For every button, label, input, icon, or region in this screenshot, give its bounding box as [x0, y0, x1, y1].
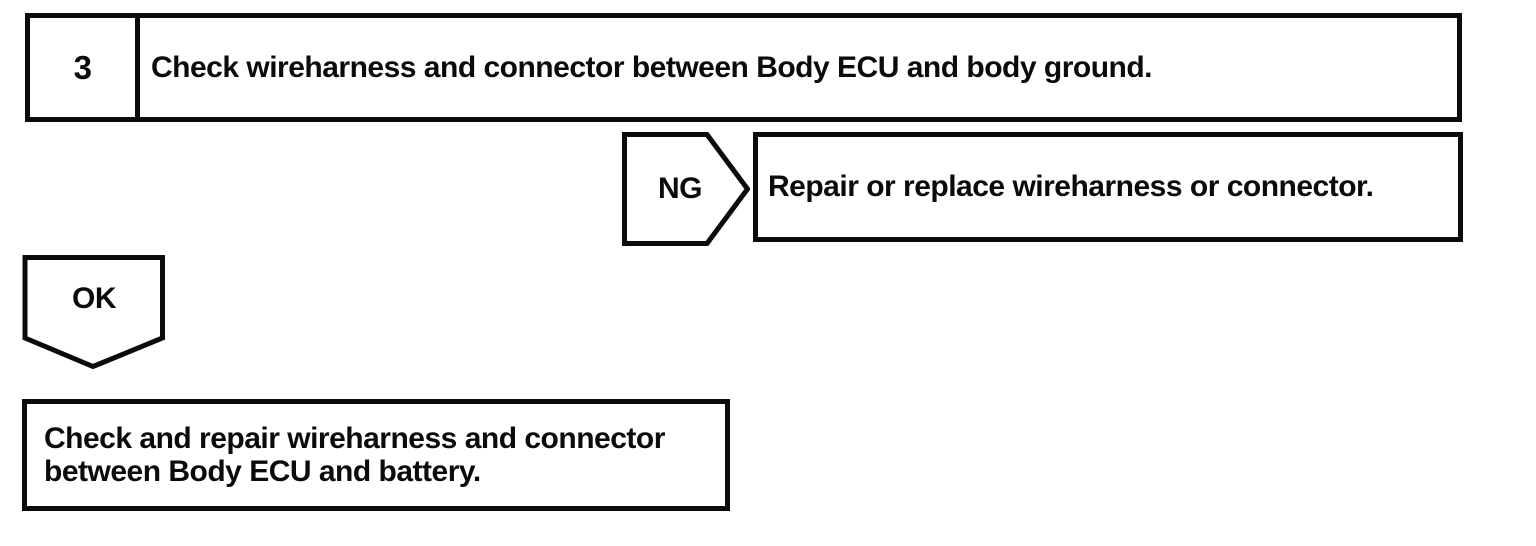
step-instruction: Check wireharness and connector between …	[151, 50, 1153, 84]
ng-label: NG	[658, 172, 703, 205]
step-box: 3 Check wireharness and connector betwee…	[25, 13, 1462, 122]
ng-action-text: Repair or replace wireharness or connect…	[768, 170, 1374, 203]
ng-arrow-pentagon-icon	[622, 132, 750, 246]
step-number: 3	[73, 48, 92, 86]
ng-action-box: Repair or replace wireharness or connect…	[753, 132, 1463, 242]
ok-result-box: Check and repair wireharness and connect…	[22, 399, 730, 511]
ok-result-line: between Body ECU and battery.	[44, 455, 481, 488]
step-number-cell: 3	[30, 18, 140, 117]
ng-connector: NG	[622, 132, 750, 246]
ok-arrow-pentagon-icon	[22, 255, 165, 369]
ok-label: OK	[72, 282, 117, 315]
ok-result-line: Check and repair wireharness and connect…	[44, 422, 665, 455]
ok-connector: OK	[22, 255, 166, 369]
